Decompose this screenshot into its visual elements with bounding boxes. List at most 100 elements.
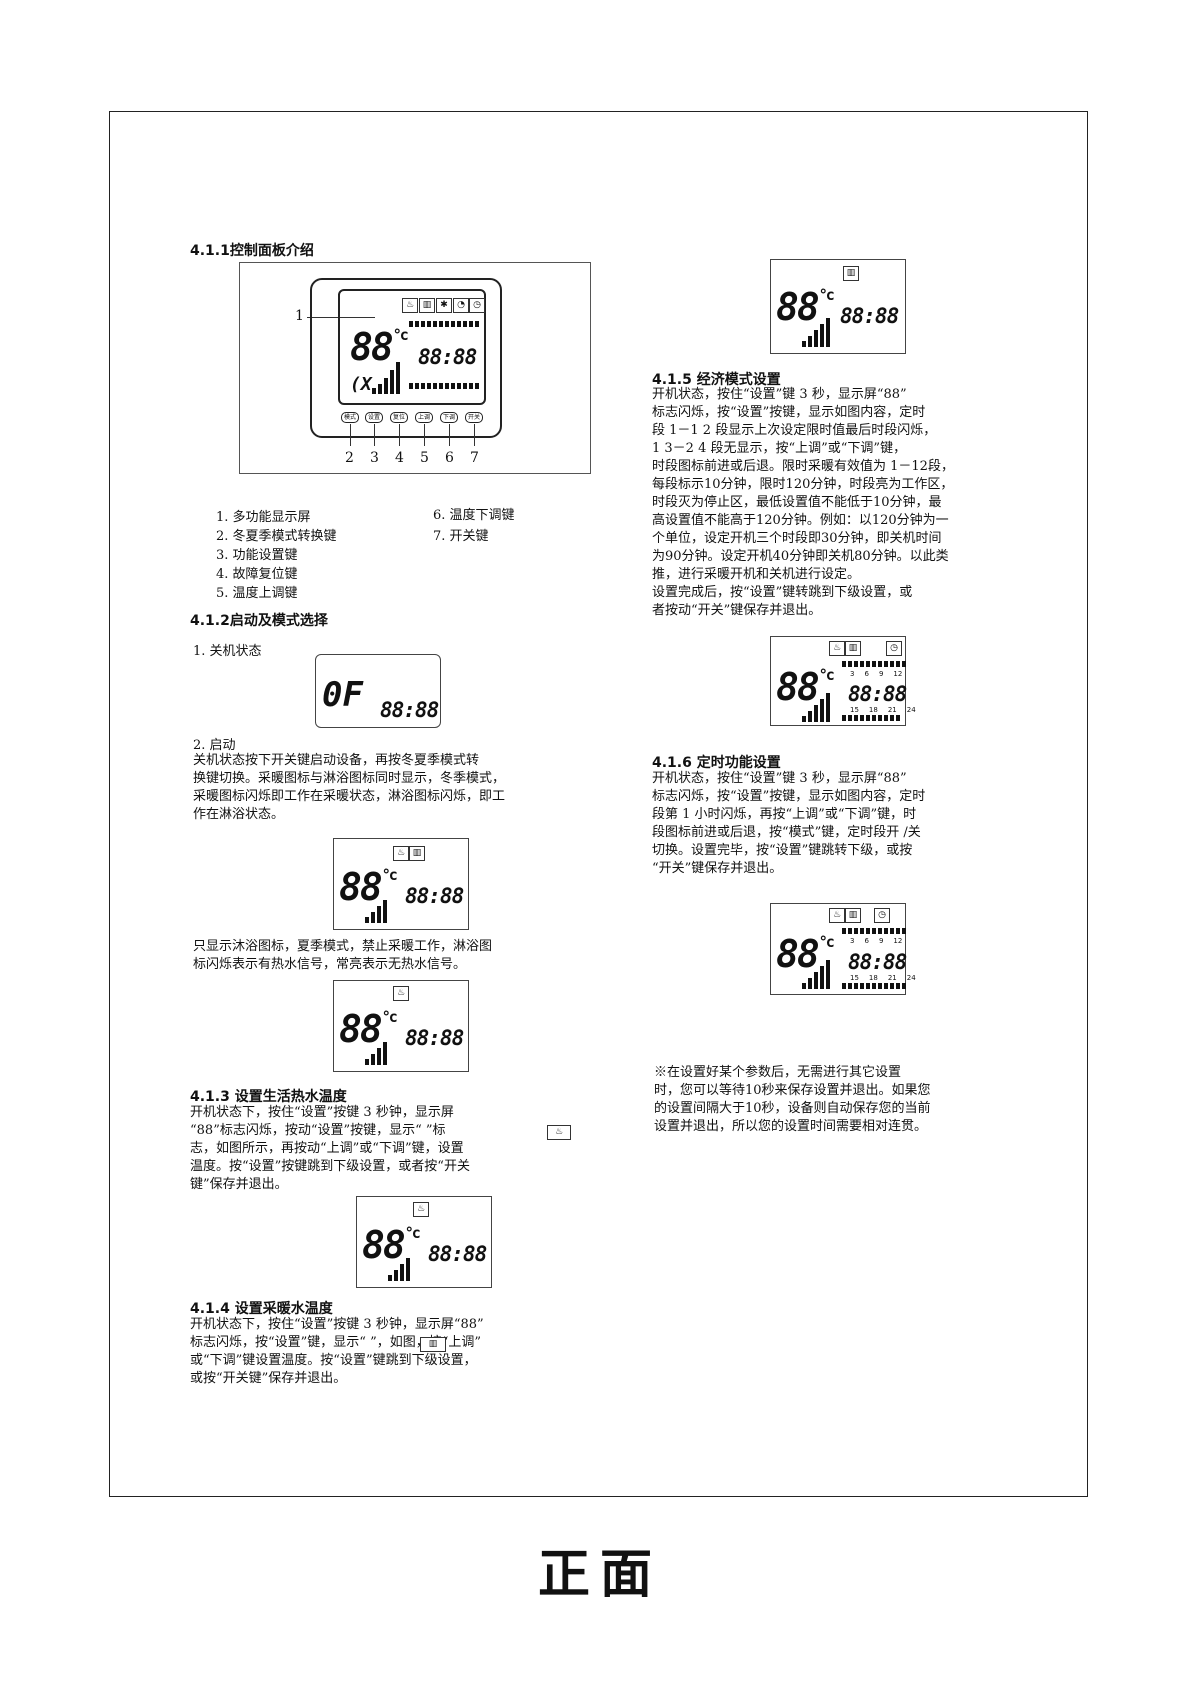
paragraph-413: 开机状态下，按住“设置”按键 3 秒钟，显示屏 “88”标志闪烁，按动“设置”按…	[190, 1105, 470, 1192]
multifunction-display	[338, 289, 486, 405]
temperature-digits: 88°c	[339, 1007, 398, 1051]
callout-number: 4	[395, 450, 404, 466]
note-paragraph: ※在设置好某个参数后，无需进行其它设置 时，您可以等待10秒来保存设置并退出。如…	[654, 1065, 931, 1134]
timeline-bottom	[409, 383, 479, 389]
clock-digits: 88:88	[848, 950, 907, 974]
off-digits: 0F	[322, 675, 363, 715]
legend-item: 4. 故障复位键	[216, 567, 298, 582]
temperature-digits: 88°c	[339, 865, 398, 909]
status-symbols: (X	[350, 374, 372, 395]
section-heading-415: 4.1.5 经济模式设置	[652, 372, 781, 388]
section-heading-414: 4.1.4 设置采暖水温度	[190, 1301, 333, 1317]
section-heading-413: 4.1.3 设置生活热水温度	[190, 1089, 347, 1105]
signal-bars	[365, 1042, 387, 1065]
section-heading-416: 4.1.6 定时功能设置	[652, 755, 781, 771]
sub-heading: 2. 启动	[193, 738, 236, 753]
legend-item: 3. 功能设置键	[216, 548, 298, 563]
heating-icon: ▥	[843, 266, 859, 281]
leader-2	[350, 424, 351, 446]
section-heading-412: 4.1.2启动及模式选择	[190, 613, 328, 629]
paragraph-summer: 只显示沐浴图标，夏季模式，禁止采暖工作，淋浴图 标闪烁表示有热水信号，常亮表示无…	[193, 939, 493, 972]
signal-bars	[372, 362, 400, 394]
clock-digits: 88:88	[428, 1242, 487, 1266]
clock-digits: 88:88	[418, 345, 477, 369]
timeline-bottom	[842, 983, 906, 989]
paragraph-start: 关机状态按下开关键启动设备，再按冬夏季模式转 换键切换。采暖图标与淋浴图标同时显…	[193, 753, 506, 822]
temperature-digits: 88°c	[362, 1223, 421, 1267]
section-heading-411: 4.1.1控制面板介绍	[190, 243, 314, 259]
timeline-bottom	[842, 715, 900, 721]
snowflake-icon: ✱	[436, 298, 452, 313]
timeline-top	[842, 661, 906, 667]
callout-number: 1	[295, 308, 304, 324]
callout-number: 7	[470, 450, 479, 466]
clock-icon: ◷	[874, 908, 890, 923]
temperature-digits: 88°c	[776, 285, 835, 329]
sub-heading: 1. 关机状态	[193, 644, 262, 659]
lcd-economy-mode	[770, 259, 906, 354]
heating-icon: ▥	[419, 298, 435, 313]
leader-7	[474, 424, 475, 446]
clock-digits: 88:88	[380, 698, 439, 722]
control-panel-figure	[239, 262, 591, 474]
heating-icon: ▥	[409, 846, 425, 861]
leader-4	[399, 424, 400, 446]
clock-digits: 88:88	[405, 884, 464, 908]
shower-icon: ♨	[829, 641, 845, 656]
clock-digits: 88:88	[848, 682, 907, 706]
signal-bars	[365, 900, 387, 923]
legend-item: 7. 开关键	[433, 529, 489, 544]
leader-6	[449, 424, 450, 446]
paragraph-414: 开机状态下，按住“设置”按键 3 秒钟，显示屏“88” 标志闪烁，按“设置”键，…	[190, 1317, 484, 1386]
temperature-digits: 88°c	[776, 932, 835, 976]
page-border	[109, 111, 1088, 1497]
page-footer: 正面	[537, 1545, 662, 1605]
paragraph-415: 开机状态，按住“设置”键 3 秒，显示屏“88” 标志闪烁，按“设置”按键，显示…	[652, 387, 954, 618]
power-button[interactable]: 开关	[465, 412, 483, 423]
leader-5	[424, 424, 425, 446]
shower-icon: ♨	[393, 846, 409, 861]
lcd-off-state	[315, 654, 441, 728]
temperature-digits: 88°c	[776, 665, 835, 709]
callout-number: 6	[445, 450, 454, 466]
leader-3	[374, 424, 375, 446]
fault-icon: ◔	[453, 298, 469, 313]
down-button[interactable]: 下调	[440, 412, 458, 423]
shower-icon: ♨	[829, 908, 845, 923]
timeline-top	[409, 321, 479, 327]
signal-bars	[802, 318, 830, 347]
clock-digits: 88:88	[405, 1026, 464, 1050]
set-button[interactable]: 设置	[365, 412, 383, 423]
callout-leader-line	[307, 317, 375, 318]
temperature-digits: 88°c	[350, 325, 409, 369]
legend-item: 2. 冬夏季模式转换键	[216, 529, 337, 544]
paragraph-416: 开机状态，按住“设置”键 3 秒，显示屏“88” 标志闪烁，按“设置”按键，显示…	[652, 771, 926, 876]
heating-icon: ▥	[845, 908, 861, 923]
signal-bars	[802, 960, 830, 989]
up-button[interactable]: 上调	[415, 412, 433, 423]
mode-button[interactable]: 模式	[341, 412, 359, 423]
shower-icon: ♨	[402, 298, 418, 313]
legend-item: 6. 温度下调键	[433, 508, 515, 523]
callout-number: 3	[370, 450, 379, 466]
heating-icon: ▥	[420, 1337, 446, 1352]
shower-icon: ♨	[413, 1202, 429, 1217]
clock-icon: ◷	[886, 641, 902, 656]
shower-icon: ♨	[547, 1125, 571, 1140]
legend-item: 5. 温度上调键	[216, 586, 298, 601]
callout-number: 2	[345, 450, 354, 466]
clock-digits: 88:88	[840, 304, 899, 328]
signal-bars	[802, 693, 830, 722]
shower-icon: ♨	[393, 986, 409, 1001]
signal-bars	[388, 1258, 410, 1281]
reset-button[interactable]: 复位	[390, 412, 408, 423]
callout-number: 5	[420, 450, 429, 466]
legend-item: 1. 多功能显示屏	[216, 510, 311, 525]
timeline-top	[842, 928, 906, 934]
clock-icon: ◷	[469, 298, 485, 313]
control-panel-body	[310, 278, 502, 438]
